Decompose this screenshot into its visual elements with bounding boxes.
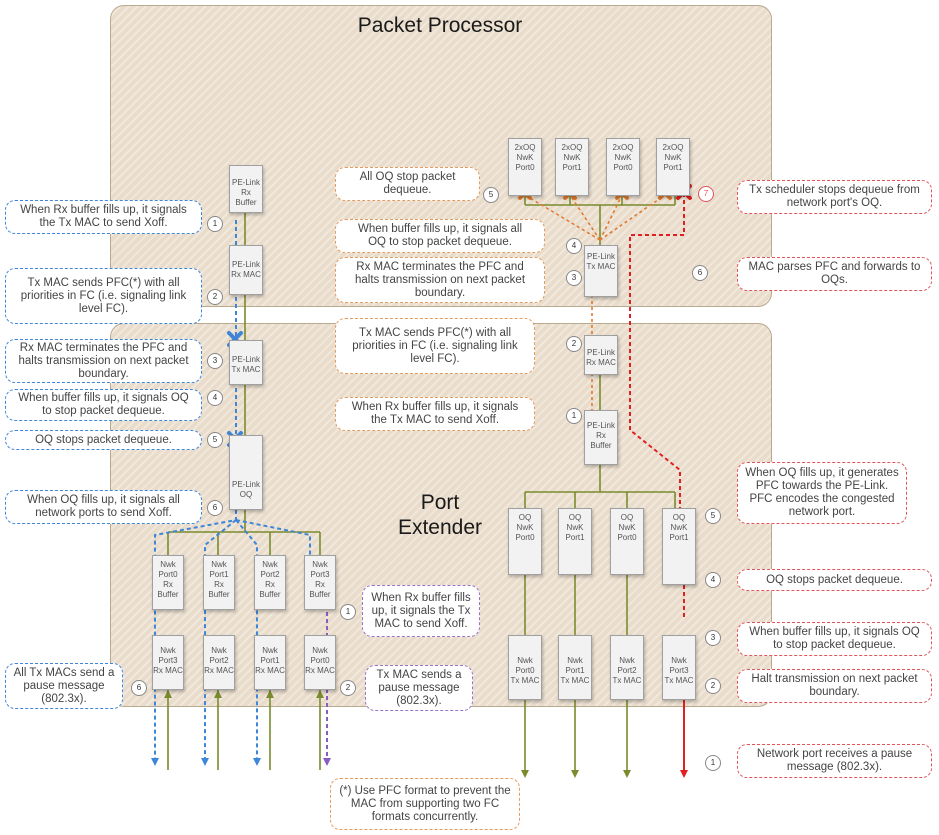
note-left-4: When buffer fills up, it signals OQ to s… — [5, 389, 202, 421]
note-right-1: Network port receives a pause message (8… — [737, 744, 932, 778]
step-number-center-5: 5 — [483, 187, 499, 203]
step-number-left-5: 5 — [207, 432, 223, 448]
note-right-2: Halt transmission on next packet boundar… — [737, 669, 932, 703]
pp-oq-block: 2xOQ NwK Port0 — [508, 138, 542, 196]
pe-rx-buffer-block: Nwk Port3 Rx Buffer — [304, 555, 336, 610]
pe-oq-block: OQ NwK Port1 — [662, 508, 696, 585]
note-left-3: Rx MAC terminates the PFC and halts tran… — [5, 339, 202, 383]
pe-tx-mac-block: Nwk Port0 Tx MAC — [508, 635, 542, 700]
note-center-purple-2: Tx MAC sends a pause message (802.3x). — [365, 665, 473, 711]
step-number-right-6: 6 — [692, 265, 708, 281]
pe-rx-mac-block: Nwk Port1 Rx MAC — [254, 635, 286, 690]
pp-oq-block: 2xOQ NwK Port1 — [555, 138, 589, 196]
step-number-center-3: 3 — [566, 270, 582, 286]
step-number-center-4: 4 — [566, 238, 582, 254]
pe-rx-buffer-block: Nwk Port1 Rx Buffer — [203, 555, 235, 610]
note-left-6: When OQ fills up, it signals all network… — [5, 490, 202, 524]
note-right-5: When OQ fills up, it generates PFC towar… — [737, 462, 907, 524]
pe-rx-buffer-block: Nwk Port0 Rx Buffer — [152, 555, 184, 610]
pe-rx-buffer-block: Nwk Port2 Rx Buffer — [254, 555, 286, 610]
pe-pe-rx-buffer: PE-Link Rx Buffer — [584, 410, 618, 465]
pe-pe-oq: PE-Link OQ — [229, 435, 263, 510]
step-number-right-4: 4 — [705, 572, 721, 588]
pe-rx-mac-block: Nwk Port3 Rx MAC — [152, 635, 184, 690]
step-number-right-1: 1 — [705, 755, 721, 771]
step-number-right-3: 3 — [705, 630, 721, 646]
pe-pe-tx-mac: PE-Link Tx MAC — [229, 340, 263, 385]
packet-processor-title: Packet Processor — [357, 14, 523, 37]
step-number-left-4: 4 — [207, 390, 223, 406]
step-number-left-3: 3 — [207, 353, 223, 369]
pe-pe-rx-mac: PE-Link Rx MAC — [584, 335, 618, 375]
note-center-purple-1: When Rx buffer fills up, it signals the … — [362, 585, 480, 637]
pp-pe-rx-mac: PE-Link Rx MAC — [229, 245, 263, 295]
pp-pe-tx-mac: PE-Link Tx MAC — [584, 245, 618, 297]
step-number-center-2: 2 — [566, 336, 582, 352]
step-number-left-6: 6 — [207, 500, 223, 516]
pp-oq-block: 2xOQ NwK Port1 — [656, 138, 690, 196]
pe-oq-block: OQ NwK Port0 — [610, 508, 644, 575]
step-number-left-1: 1 — [207, 216, 223, 232]
pe-oq-block: OQ NwK Port0 — [508, 508, 542, 575]
pe-tx-mac-block: Nwk Port1 Tx MAC — [558, 635, 592, 700]
port-extender-title: Port Extender — [397, 491, 483, 539]
note-center-4: When buffer fills up, it signals all OQ … — [335, 219, 545, 253]
footnote: (*) Use PFC format to prevent the MAC fr… — [330, 778, 520, 830]
pe-tx-mac-block: Nwk Port2 Tx MAC — [610, 635, 644, 700]
note-left-5: OQ stops packet dequeue. — [5, 430, 202, 450]
note-right-6: MAC parses PFC and forwards to OQs. — [737, 257, 932, 291]
pe-rx-mac-block: Nwk Port0 Rx MAC — [304, 635, 336, 690]
pe-oq-block: OQ NwK Port1 — [558, 508, 592, 575]
step-number-left-2: 2 — [207, 289, 223, 305]
step-number-center-purple-2: 2 — [340, 680, 356, 696]
pe-tx-mac-block: Nwk Port3 Tx MAC — [662, 635, 696, 700]
step-number-left-7: 6 — [131, 680, 147, 696]
pe-rx-mac-block: Nwk Port2 Rx MAC — [203, 635, 235, 690]
pp-oq-block: 2xOQ NwK Port0 — [606, 138, 640, 196]
step-number-center-purple-1: 1 — [340, 604, 356, 620]
note-left-2: Tx MAC sends PFC(*) with all priorities … — [5, 268, 202, 324]
pp-pe-rx-buffer: PE-Link Rx Buffer — [229, 165, 263, 213]
note-right-4: OQ stops packet dequeue. — [737, 569, 932, 591]
note-center-2: Tx MAC sends PFC(*) with all priorities … — [335, 318, 535, 374]
note-right-3: When buffer fills up, it signals OQ to s… — [737, 622, 932, 656]
note-left-1: When Rx buffer fills up, it signals the … — [5, 200, 202, 234]
note-center-3: Rx MAC terminates the PFC and halts tran… — [335, 257, 545, 303]
note-center-5: All OQ stop packet dequeue. — [335, 167, 480, 201]
note-left-7: All Tx MACs send a pause message (802.3x… — [5, 663, 123, 709]
step-number-right-5: 5 — [705, 508, 721, 524]
note-right-7: Tx scheduler stops dequeue from network … — [737, 180, 932, 214]
note-center-1: When Rx buffer fills up, it signals the … — [335, 397, 535, 431]
step-number-right-7: 7 — [698, 186, 714, 202]
step-number-center-1: 1 — [566, 408, 582, 424]
step-number-right-2: 2 — [705, 678, 721, 694]
